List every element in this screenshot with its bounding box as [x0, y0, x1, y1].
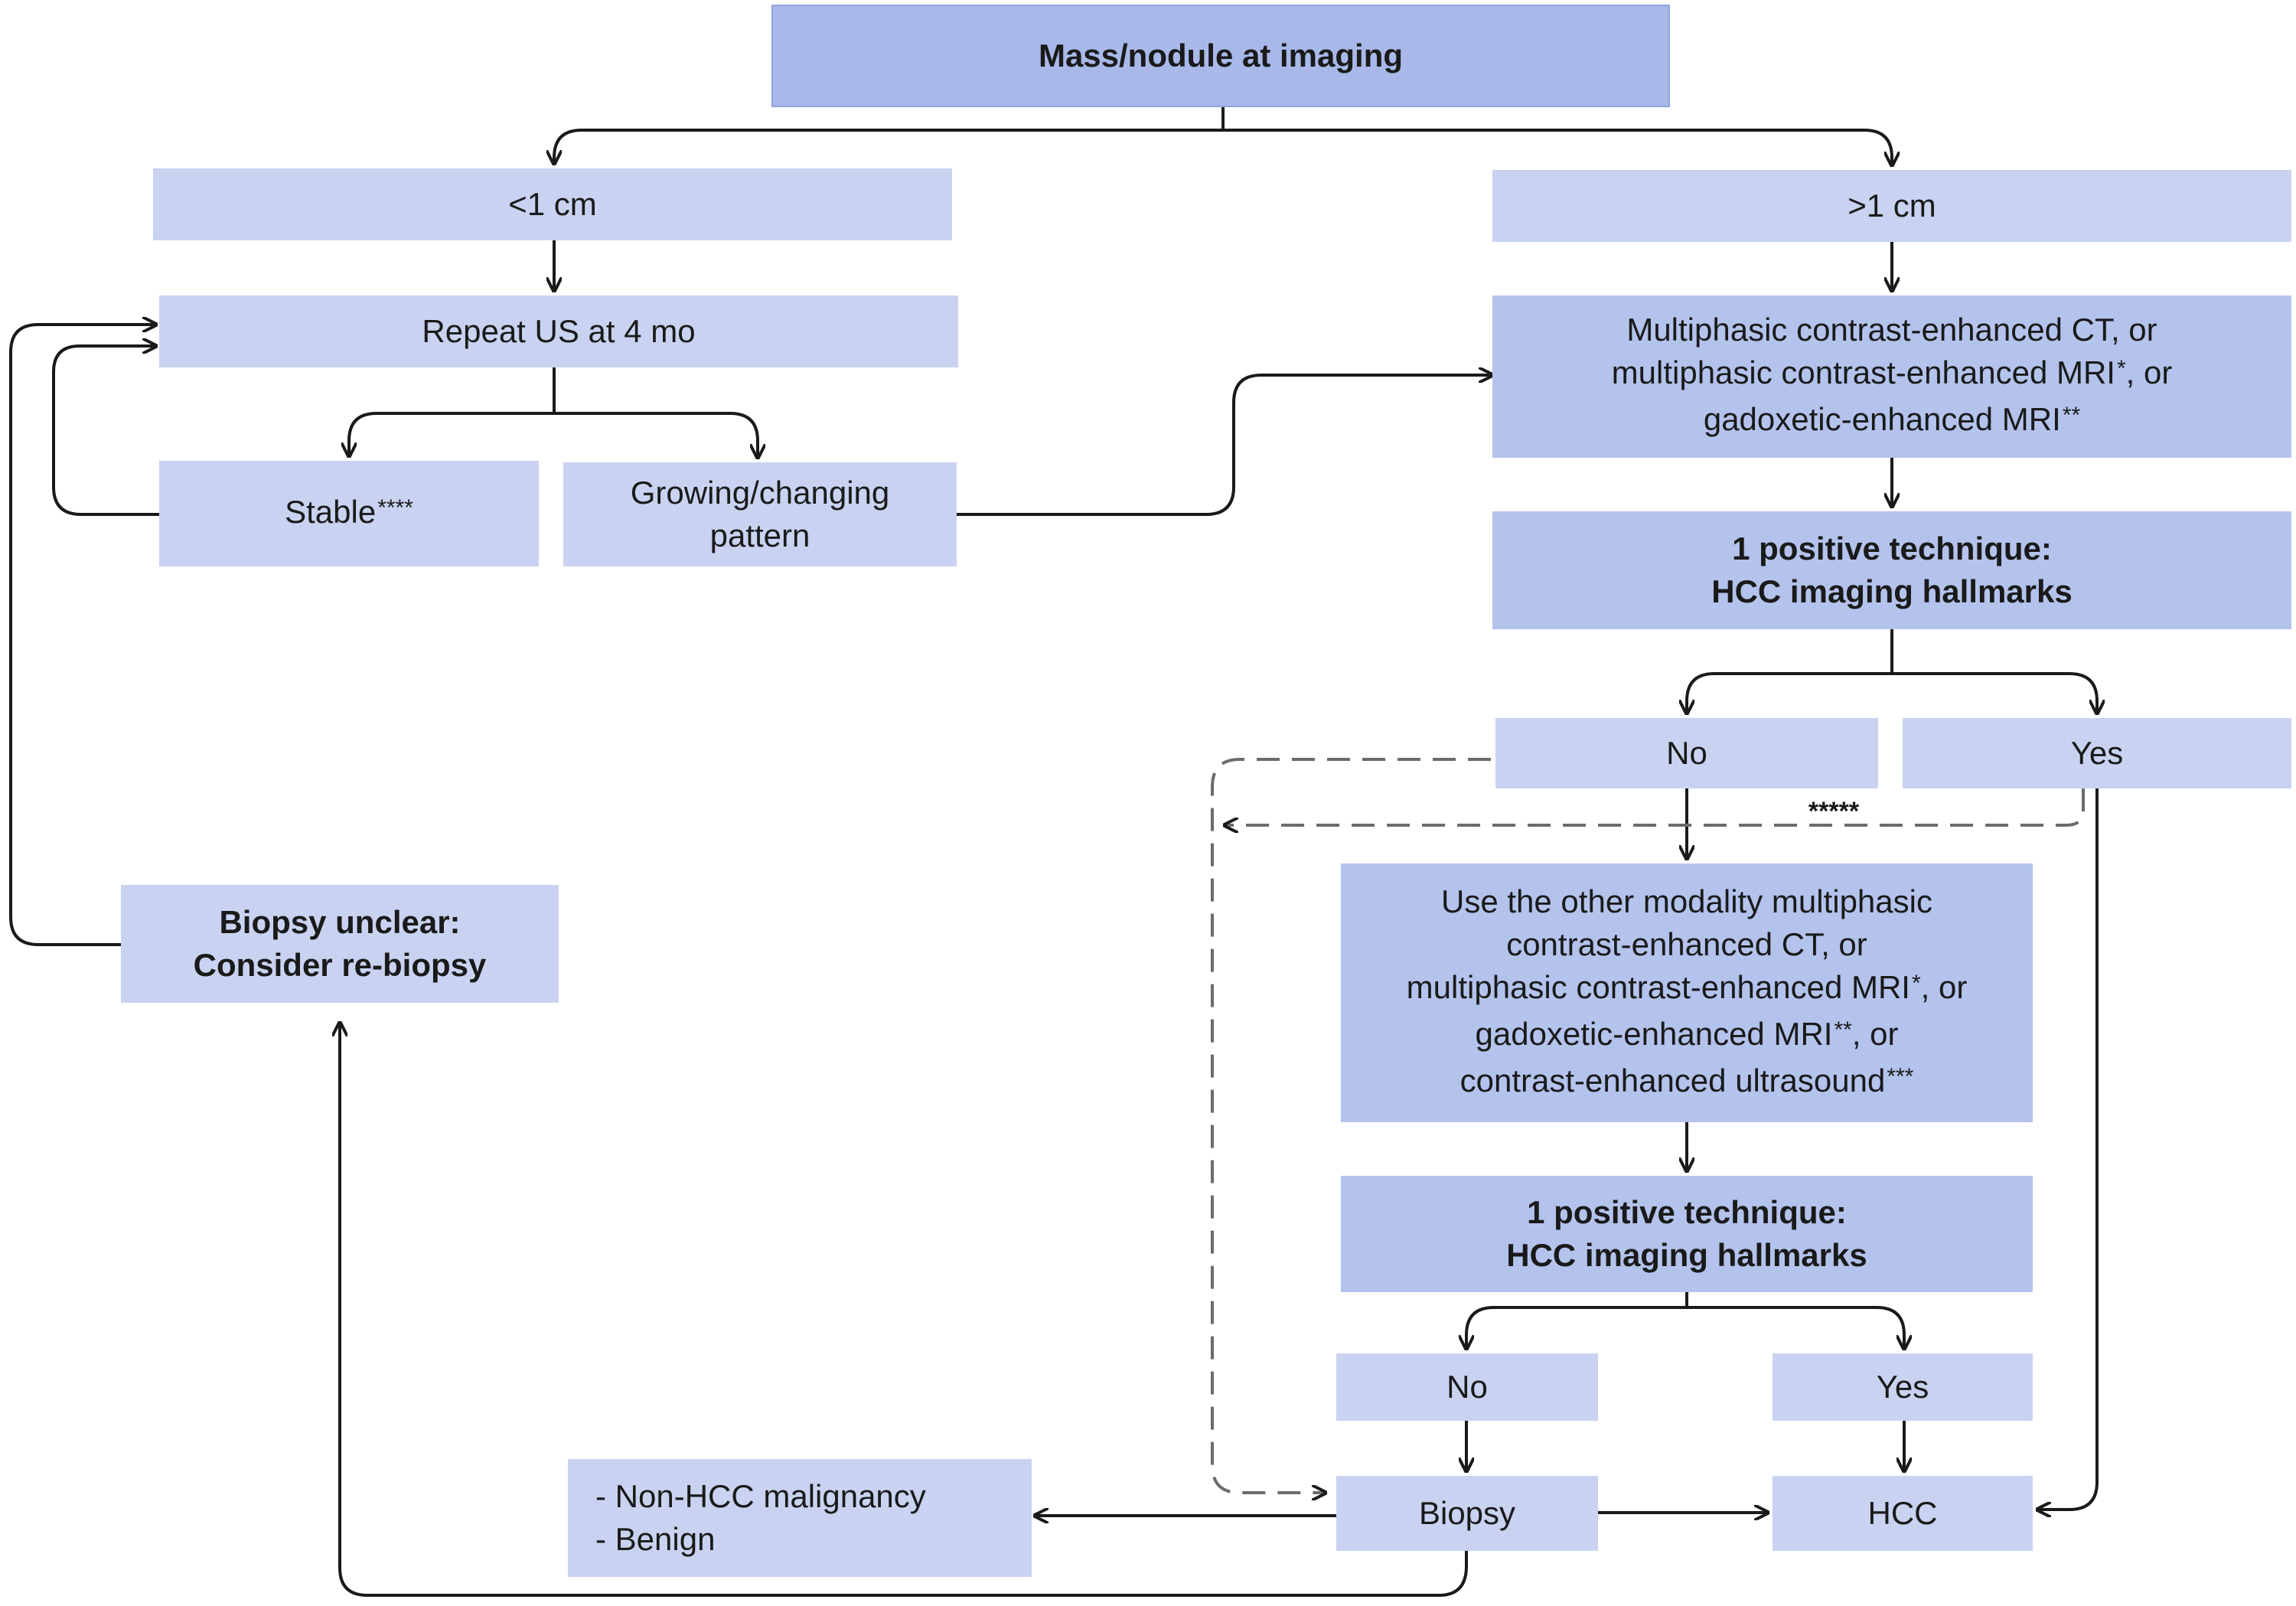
node-other-modality-line-3: multiphasic contrast-enhanced MRI*, or	[1407, 966, 1968, 1013]
node-biopsy-unclear: Biopsy unclear: Consider re-biopsy	[121, 885, 559, 1003]
node-stable: Stable****	[159, 461, 539, 566]
node-stable-text: Stable****	[285, 491, 413, 537]
node-stable-label: Stable	[285, 493, 377, 530]
node-other-modality-line-5-footnote: ***	[1887, 1063, 1914, 1089]
node-multiphasic-line-3-footnote: **	[2062, 403, 2081, 428]
node-hcc-text: HCC	[1867, 1495, 1938, 1531]
node-other-modality-line-4: gadoxetic-enhanced MRI**, or	[1476, 1013, 1899, 1059]
edge-biopsy-to-unclear	[340, 1023, 1468, 1597]
edge-unclear-to-repeat	[9, 325, 156, 946]
node-positive-technique-2-line-2: HCC imaging hallmarks	[1506, 1237, 1867, 1273]
node-other-modality-line-2: contrast-enhanced CT, or	[1506, 925, 1867, 962]
edge-growing-to-multiphasic	[957, 375, 1492, 516]
node-yes-2: Yes	[1773, 1353, 2033, 1421]
node-no-2: No	[1336, 1353, 1598, 1421]
node-other-modality-line-4-text: gadoxetic-enhanced MRI	[1475, 1015, 1833, 1052]
edge-stable-loop	[52, 346, 159, 516]
node-multiphasic-line-1: Multiphasic contrast-enhanced CT, or	[1626, 312, 2157, 348]
node-other-modality-line-3-text: multiphasic contrast-enhanced MRI	[1406, 968, 1910, 1005]
node-other-modality: Use the other modality multiphasic contr…	[1341, 863, 2033, 1122]
edge-split-to-yes1	[1892, 672, 2097, 713]
edge-split-to-no2	[1466, 1306, 1687, 1349]
edge-split-to-gt1cm	[1223, 129, 1892, 165]
node-positive-technique-2-line-1: 1 positive technique:	[1527, 1194, 1847, 1230]
node-repeat-us: Repeat US at 4 mo	[159, 295, 958, 367]
node-multiphasic-line-2: multiphasic contrast-enhanced MRI*, or	[1612, 351, 2173, 398]
edge-yes1-to-hcc	[2037, 788, 2099, 1510]
node-biopsy-text: Biopsy	[1418, 1495, 1516, 1531]
node-growing: Growing/changing pattern	[563, 462, 957, 566]
node-positive-technique-2: 1 positive technique: HCC imaging hallma…	[1341, 1176, 2033, 1292]
node-multiphasic-line-2-footnote: *	[2116, 356, 2126, 381]
node-biopsy-unclear-line-1: Biopsy unclear:	[219, 904, 461, 940]
node-multiphasic-line-2-text: multiphasic contrast-enhanced MRI	[1611, 354, 2115, 390]
node-lt-1cm: <1 cm	[153, 168, 952, 240]
node-multiphasic-line-2-tail: , or	[2125, 354, 2173, 390]
node-multiphasic-line-3: gadoxetic-enhanced MRI**	[1704, 398, 2080, 445]
edge-split-to-yes2	[1687, 1306, 1904, 1349]
node-yes-1: Yes	[1903, 718, 2291, 788]
node-non-hcc-line-2: - Benign	[595, 1521, 716, 1557]
node-multiphasic: Multiphasic contrast-enhanced CT, or mul…	[1492, 295, 2291, 458]
node-positive-technique-1: 1 positive technique: HCC imaging hallma…	[1492, 511, 2291, 629]
node-growing-line-2: pattern	[709, 517, 810, 553]
node-other-modality-line-4-tail: , or	[1851, 1015, 1899, 1052]
edge-dashed-yes1-to-biopsy	[1225, 788, 2085, 825]
node-no-2-text: No	[1446, 1369, 1488, 1405]
node-non-hcc: - Non-HCC malignancy - Benign	[568, 1459, 1032, 1577]
node-no-1: No	[1495, 718, 1878, 788]
node-mass-nodule: Mass/nodule at imaging	[771, 5, 1670, 107]
edge-split-to-lt1cm	[554, 129, 1223, 164]
node-hcc: HCC	[1773, 1476, 2033, 1551]
node-positive-technique-1-line-2: HCC imaging hallmarks	[1711, 573, 2073, 609]
dashed-path-footnote: *****	[1808, 797, 1860, 826]
node-stable-footnote: ****	[377, 495, 413, 521]
node-mass-nodule-text: Mass/nodule at imaging	[1038, 38, 1404, 73]
node-yes-1-text: Yes	[2070, 735, 2124, 771]
node-gt-1cm: >1 cm	[1492, 170, 2291, 242]
node-biopsy: Biopsy	[1336, 1476, 1598, 1551]
node-other-modality-line-1: Use the other modality multiphasic	[1441, 883, 1932, 919]
edge-dashed-no1-to-biopsy	[1211, 758, 1491, 1493]
node-repeat-us-text: Repeat US at 4 mo	[422, 313, 696, 349]
node-lt-1cm-text: <1 cm	[508, 186, 597, 222]
edge-split-to-no1	[1687, 672, 1892, 713]
node-other-modality-line-3-footnote: *	[1911, 970, 1921, 996]
node-non-hcc-line-1: - Non-HCC malignancy	[595, 1478, 926, 1514]
edge-split-to-growing	[554, 412, 758, 458]
node-other-modality-line-4-footnote: **	[1834, 1017, 1852, 1043]
node-biopsy-unclear-line-2: Consider re-biopsy	[193, 947, 487, 983]
edge-split-to-stable	[349, 412, 554, 456]
node-other-modality-line-5-text: contrast-enhanced ultrasound	[1459, 1062, 1886, 1098]
node-other-modality-line-3-tail: , or	[1920, 968, 1968, 1005]
node-other-modality-line-5: contrast-enhanced ultrasound***	[1460, 1059, 1914, 1106]
node-no-1-text: No	[1666, 735, 1707, 771]
node-positive-technique-1-line-1: 1 positive technique:	[1732, 530, 2052, 566]
node-growing-line-1: Growing/changing	[630, 475, 890, 511]
node-multiphasic-line-3-text: gadoxetic-enhanced MRI	[1703, 401, 2061, 437]
node-gt-1cm-text: >1 cm	[1848, 188, 1936, 224]
node-yes-2-text: Yes	[1876, 1369, 1929, 1405]
